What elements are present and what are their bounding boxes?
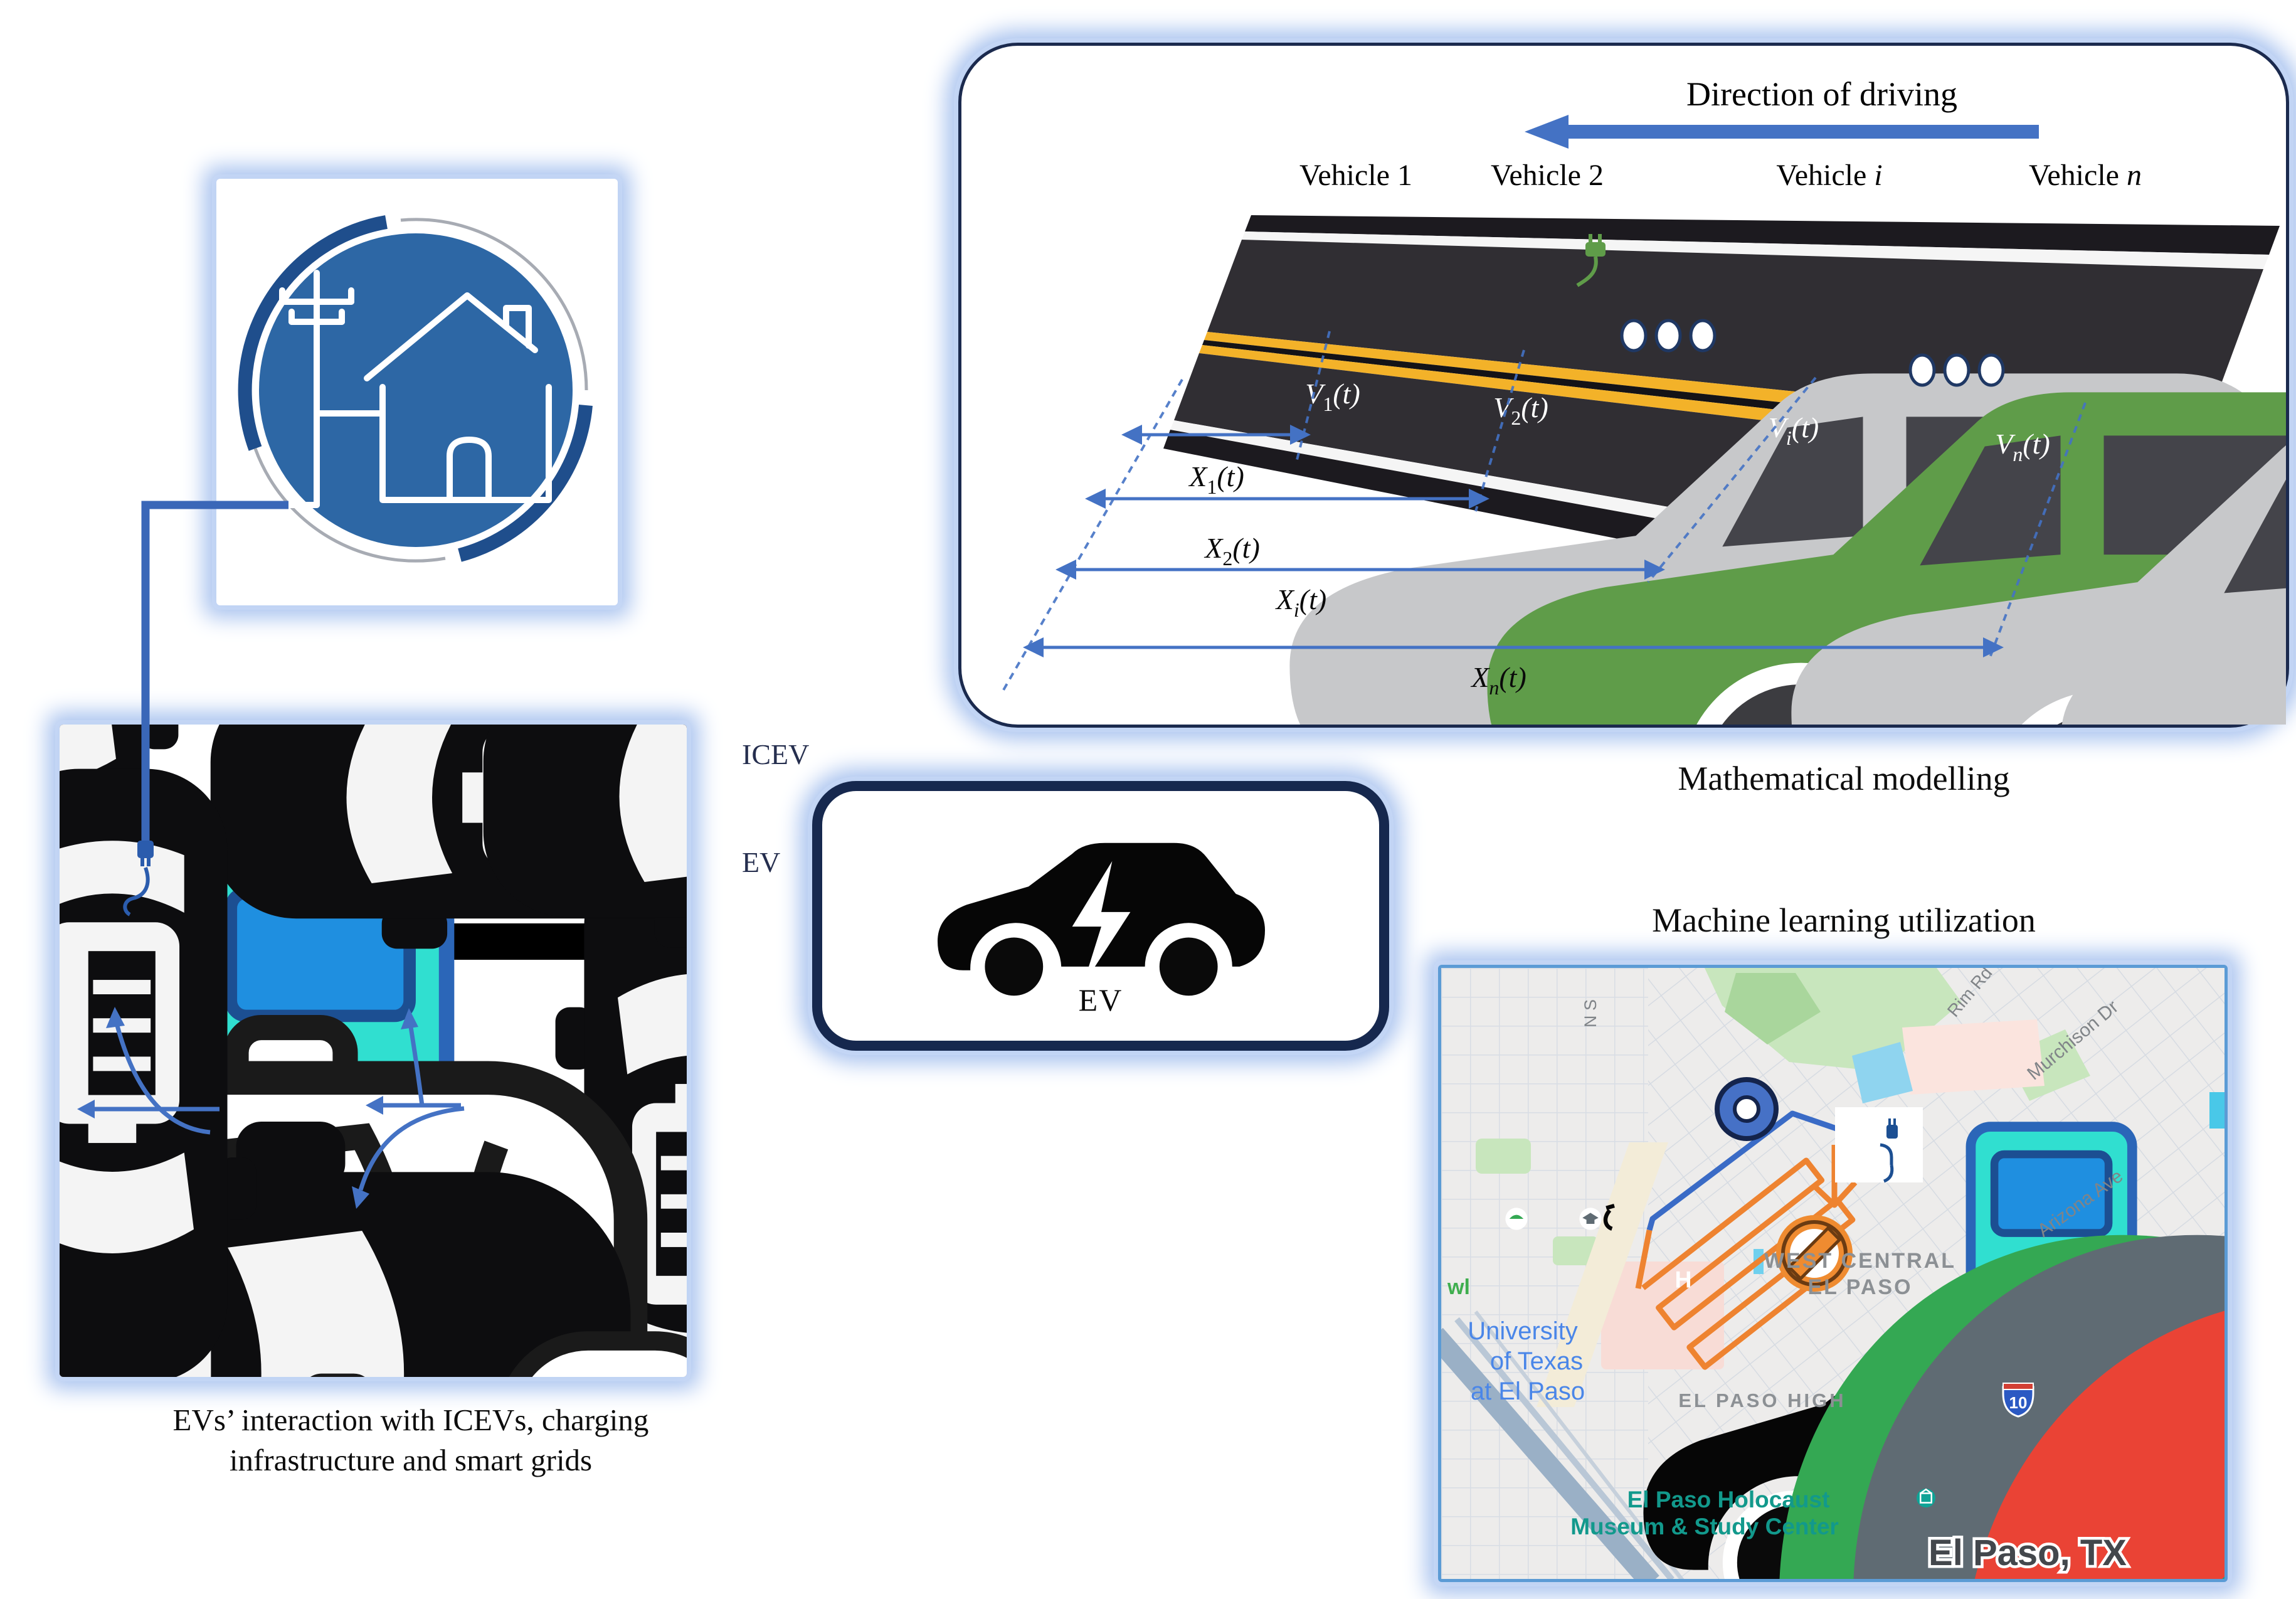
interaction-caption: EVs’ interaction with ICEVs, charging in…: [38, 1400, 784, 1480]
direction-label: Direction of driving: [1686, 75, 1957, 113]
arc-thin-topright: [400, 218, 588, 391]
svg-text:X2(t): X2(t): [1204, 532, 1260, 570]
modelling-caption: Mathematical modelling: [1678, 760, 2010, 797]
direction-arrow: [1569, 125, 2039, 139]
legend-ev-label: EV: [742, 846, 781, 878]
el-paso-map: H 10 N S Rim Rd Murchison Dr Arizona Ave…: [1441, 968, 2225, 1579]
smart-grid-panel: [216, 179, 618, 605]
ev-box-label: EV: [1078, 982, 1123, 1017]
svg-text:Vn(t): Vn(t): [1995, 428, 2050, 465]
house-and-pole-icon: [279, 270, 552, 508]
interstate-number: 10: [2009, 1393, 2028, 1412]
origin-donut-icon: [1715, 1077, 1779, 1141]
distance-arrows: [1029, 433, 1997, 649]
turning-arrows: [90, 1025, 465, 1191]
legend-icev-label: ICEV: [742, 738, 810, 770]
map-panel: H 10 N S Rim Rd Murchison Dr Arizona Ave…: [1438, 965, 2228, 1582]
interaction-caption-line1: EVs’ interaction with ICEVs, charging: [172, 1403, 649, 1437]
smart-grid-icon: [238, 215, 593, 563]
svg-text:X1(t): X1(t): [1188, 460, 1244, 498]
projection-dashes: [1002, 331, 2087, 691]
map-ev-car-icon: [1603, 1203, 2225, 1579]
intersection-diagram: [60, 725, 687, 1377]
arrow-heads: [77, 1007, 418, 1209]
svg-text:H: H: [1674, 1267, 1691, 1293]
interstate-shield: 10: [2002, 1383, 2034, 1418]
speed-labels: V1(t) V2(t) Vi(t) Vn(t): [1305, 378, 2050, 465]
map-zones: [1476, 968, 2225, 1407]
hospital-pin: H: [1674, 1267, 2225, 1579]
ev-box: [812, 781, 1389, 1051]
university-label-1: University: [1468, 1317, 1578, 1345]
blue-route: [1646, 1110, 1860, 1231]
ml-caption: Machine learning utilization: [1652, 901, 2036, 939]
distance-arrow-heads: [1023, 425, 2004, 657]
arc-thin-bottomleft: [253, 448, 446, 563]
map-charger-icon: [1835, 1107, 2145, 1449]
ev-car-top: [60, 768, 257, 1377]
partial-label-wl: wl: [1447, 1275, 1470, 1299]
university-label-2: of Texas: [1490, 1347, 1583, 1375]
interaction-caption-line2: infrastructure and smart grids: [229, 1442, 593, 1477]
ev-car-silhouette: [919, 810, 1283, 1011]
distance-labels: X1(t) X2(t) Xi(t) Xn(t): [1188, 460, 1526, 699]
grid-circle: [259, 233, 573, 547]
no-entry-icon: [1776, 1215, 1853, 1292]
ellipsis-dots: [1620, 319, 2005, 387]
orange-route: [1635, 1145, 1858, 1370]
west-central-label-1: WEST CENTRAL: [1764, 1249, 1956, 1273]
svg-text:Xi(t): Xi(t): [1275, 583, 1326, 621]
university-label-3: at El Paso: [1471, 1378, 1585, 1405]
west-central-label-2: EL PASO: [1807, 1275, 1912, 1299]
poi-pin-green: [1505, 1208, 2225, 1579]
poi-pin-school: [1579, 1208, 2225, 1579]
arc-thick-topleft: [238, 215, 388, 451]
direction-arrow-head: [1525, 115, 1569, 149]
museum-label-2: Museum & Study Center: [1570, 1514, 1839, 1539]
museum-pin: [1917, 1488, 2225, 1579]
high-school-label: EL PASO HIGH: [1678, 1389, 1846, 1411]
svg-text:Vi(t): Vi(t): [1769, 412, 1819, 449]
svg-text:Xn(t): Xn(t): [1470, 661, 1526, 699]
museum-label-1: El Paso Holocaust: [1627, 1487, 1830, 1512]
svg-text:V1(t): V1(t): [1305, 378, 1360, 415]
city-label: El Paso, TX: [1928, 1533, 2127, 1573]
ev-plug-icon: [1576, 234, 1606, 287]
svg-text:V2(t): V2(t): [1493, 391, 1548, 429]
intersection-panel: [60, 725, 687, 1377]
street-label-n: N S: [1581, 999, 1600, 1028]
